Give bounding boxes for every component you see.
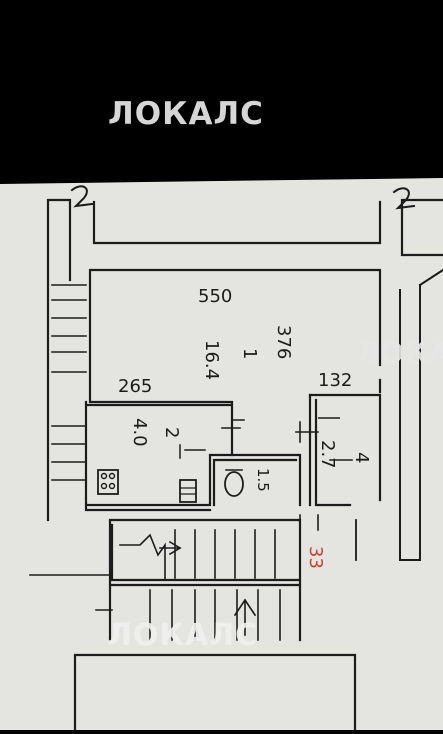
left-vent-lines-2: [51, 425, 87, 481]
room-1-depth: 376: [273, 325, 294, 359]
room-4-number: 4: [351, 452, 372, 463]
room-1-number: 1: [239, 348, 260, 359]
room-1-right-wall: [308, 378, 382, 502]
room-2-number: 2: [161, 427, 182, 438]
top-dark-band: [0, 0, 443, 180]
sink-icon: [179, 479, 197, 503]
room-2-walls: [84, 400, 212, 512]
stove-icon: [97, 469, 119, 495]
walls: [29, 185, 443, 732]
room-4-walls: [308, 393, 352, 507]
stair-number: 33: [305, 546, 326, 569]
room-3-area: 1.5: [254, 468, 272, 492]
lower-walls: [73, 653, 357, 732]
stair-arrow-upper: [119, 533, 166, 581]
watermark-right: ЛОКАЛС: [356, 336, 443, 369]
watermark-bottom: ЛОКАЛС: [107, 618, 259, 653]
stair-steps-lower: [149, 589, 281, 641]
stair-steps-upper: [174, 529, 276, 579]
toilet-icon: [224, 471, 244, 497]
left-vent-lines: [51, 284, 87, 373]
room-1-width: 550: [198, 286, 232, 307]
room-2-area: 4.0: [129, 418, 150, 447]
room-1-walls: [86, 268, 382, 457]
axis-marker-left: [70, 185, 94, 208]
outer-boundary-top: [46, 198, 443, 522]
watermark-top: ЛОКАЛС: [108, 96, 264, 132]
room-3-walls: [208, 453, 302, 507]
room-2-width: 265: [118, 376, 152, 397]
stair-arrow-lower: [233, 598, 257, 636]
room-1-area: 16.4: [201, 340, 222, 380]
room-4-width: 132: [318, 370, 352, 391]
room-4-area: 2.7: [317, 440, 338, 469]
labels: 550 1 16.4 376 265 2 4.0 132 4 2.7 1.5: [118, 286, 372, 492]
